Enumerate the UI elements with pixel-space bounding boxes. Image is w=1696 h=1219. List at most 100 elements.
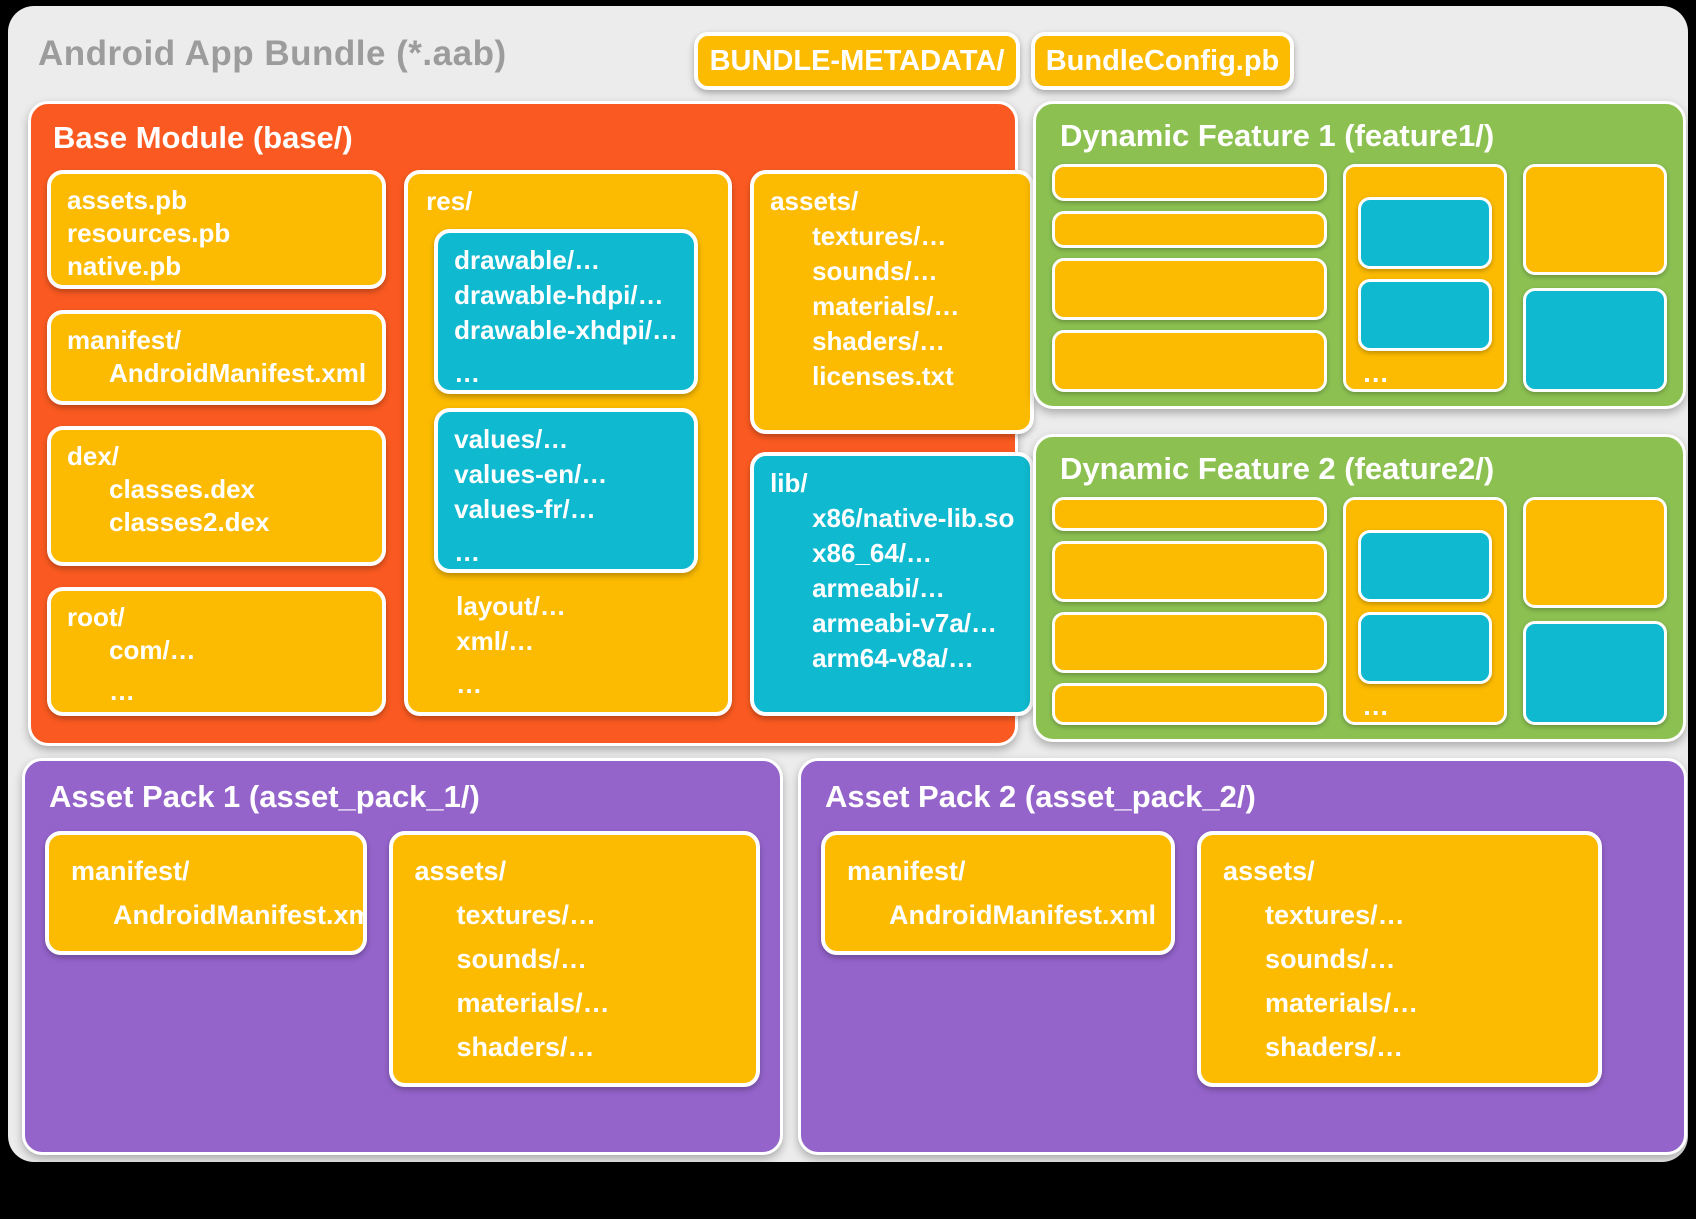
asset-pack-2-title: Asset Pack 2 (asset_pack_2/) (825, 779, 1256, 814)
asset-pack-1: Asset Pack 1 (asset_pack_1/) manifest/ A… (22, 758, 783, 1155)
asset-pack-1-title: Asset Pack 1 (asset_pack_1/) (49, 779, 480, 814)
entry: drawable-hdpi/… (454, 280, 664, 310)
res-tail-entries: layout/… xml/… … (456, 589, 714, 702)
entry: materials/… (812, 291, 960, 321)
entry: res/ (426, 186, 473, 216)
entry: classes2.dex (109, 506, 270, 537)
manifest-box: manifest/ AndroidManifest.xml (45, 831, 367, 955)
entry: shaders/… (812, 326, 946, 356)
entry: assets.pb (67, 185, 187, 215)
dynamic-feature-2-title: Dynamic Feature 2 (feature2/) (1060, 451, 1495, 486)
entry: values-en/… (454, 459, 608, 489)
entry: armeabi/… (812, 573, 946, 603)
entry: AndroidManifest.xml (109, 358, 367, 389)
dynamic-feature-1-columns: … (1052, 164, 1667, 392)
entry: … (109, 675, 135, 706)
feature-box-yellow (1052, 211, 1328, 249)
entry: dex/ (67, 440, 120, 471)
asset-pack-2-columns: manifest/ AndroidManifest.xml assets/ te… (821, 831, 1664, 1087)
entry: assets/ (414, 856, 507, 886)
manifest-box: manifest/ AndroidManifest.xml (821, 831, 1176, 955)
feature-box-yellow (1523, 497, 1667, 609)
entry: materials/… (456, 988, 610, 1018)
entry: values/… (454, 424, 569, 454)
feature-box-yellow (1052, 330, 1328, 392)
entry: textures/… (456, 900, 597, 930)
entry: materials/… (1265, 988, 1419, 1018)
entry: manifest/ (71, 856, 190, 886)
feature-box-cyan (1358, 530, 1493, 602)
base-module-title: Base Module (base/) (53, 120, 353, 155)
entry: sounds/… (812, 256, 938, 286)
entry: AndroidManifest.xml (113, 900, 367, 930)
dynamic-feature-2-columns: … (1052, 497, 1667, 725)
entry: shaders/… (1265, 1032, 1404, 1062)
entry: arm64-v8a/… (812, 643, 974, 673)
feature-box-cyan (1358, 197, 1493, 269)
page-title: Android App Bundle (*.aab) (38, 34, 507, 73)
feature-column-squares (1523, 164, 1667, 392)
bundle-config-box: BundleConfig.pb (1031, 32, 1294, 90)
entry: classes.dex (109, 473, 256, 504)
entry: values-fr/… (454, 494, 596, 524)
entry: com/… (109, 634, 196, 665)
entry: … (109, 547, 135, 566)
base-column-1: assets.pb resources.pb native.pb manifes… (47, 170, 387, 716)
entry: x86_64/… (812, 538, 933, 568)
entry: assets/ (1223, 856, 1315, 886)
entry: … (454, 537, 481, 567)
ellipsis-label: … (1362, 691, 1390, 721)
feature-box-cyan (1523, 288, 1667, 392)
feature-box-yellow (1052, 682, 1328, 725)
dex-box: dex/ classes.dex classes2.dex … (47, 425, 387, 566)
pb-files-box: assets.pb resources.pb native.pb (47, 170, 387, 290)
feature-box-yellow (1052, 612, 1328, 673)
entry: sounds/… (1265, 944, 1396, 974)
entry: AndroidManifest.xml (889, 900, 1157, 930)
feature-box-yellow (1052, 258, 1328, 321)
values-box: values/… values-en/… values-fr/… … (434, 408, 699, 573)
entry: sounds/… (456, 944, 588, 974)
entry: x86/native-lib.so (812, 503, 1015, 533)
bundle-card: Android App Bundle (*.aab) BUNDLE-METADA… (8, 6, 1688, 1162)
entry: lib/ (770, 468, 808, 498)
root-box: root/ com/… … (47, 586, 387, 716)
bundle-metadata-box: BUNDLE-METADATA/ (694, 32, 1020, 90)
dynamic-feature-1-title: Dynamic Feature 1 (feature1/) (1060, 118, 1495, 153)
feature-nested-box: … (1343, 164, 1508, 392)
feature-column-bars (1052, 497, 1328, 725)
assets-box: assets/ textures/… sounds/… materials/… … (388, 831, 760, 1087)
assets-box: assets/ textures/… sounds/… materials/… … (1197, 831, 1602, 1087)
res-box: res/ drawable/… drawable-hdpi/… drawable… (404, 170, 733, 716)
feature-box-cyan (1523, 621, 1667, 725)
base-column-3: assets/ textures/… sounds/… materials/… … (750, 170, 1035, 716)
feature-box-cyan (1358, 279, 1493, 351)
entry: assets/ (770, 186, 859, 216)
entry: native.pb (67, 251, 182, 281)
asset-pack-1-columns: manifest/ AndroidManifest.xml assets/ te… (45, 831, 760, 1087)
entry: … (456, 669, 483, 699)
entry: textures/… (812, 221, 947, 251)
entry: shaders/… (456, 1032, 595, 1062)
feature-box-yellow (1052, 497, 1328, 532)
entry: manifest/ (67, 325, 182, 356)
entry: armeabi-v7a/… (812, 608, 998, 638)
feature-box-yellow (1052, 164, 1328, 202)
base-column-2: res/ drawable/… drawable-hdpi/… drawable… (404, 170, 733, 716)
feature-box-yellow (1052, 541, 1328, 603)
manifest-box: manifest/ AndroidManifest.xml (47, 310, 387, 405)
entry: layout/… (456, 591, 566, 621)
feature-box-yellow (1523, 164, 1667, 276)
assets-box: assets/ textures/… sounds/… materials/… … (750, 170, 1035, 434)
ellipsis-label: … (1362, 358, 1390, 388)
drawable-box: drawable/… drawable-hdpi/… drawable-xhdp… (434, 229, 699, 394)
entry: drawable/… (454, 245, 601, 275)
dynamic-feature-2: Dynamic Feature 2 (feature2/) … (1033, 434, 1686, 742)
entry: root/ (67, 601, 125, 632)
entry: manifest/ (847, 856, 966, 886)
feature-column-bars (1052, 164, 1328, 392)
entry: licenses.txt (812, 361, 954, 391)
entry: xml/… (456, 626, 535, 656)
entry: resources.pb (67, 218, 231, 248)
entry: … (454, 358, 481, 388)
